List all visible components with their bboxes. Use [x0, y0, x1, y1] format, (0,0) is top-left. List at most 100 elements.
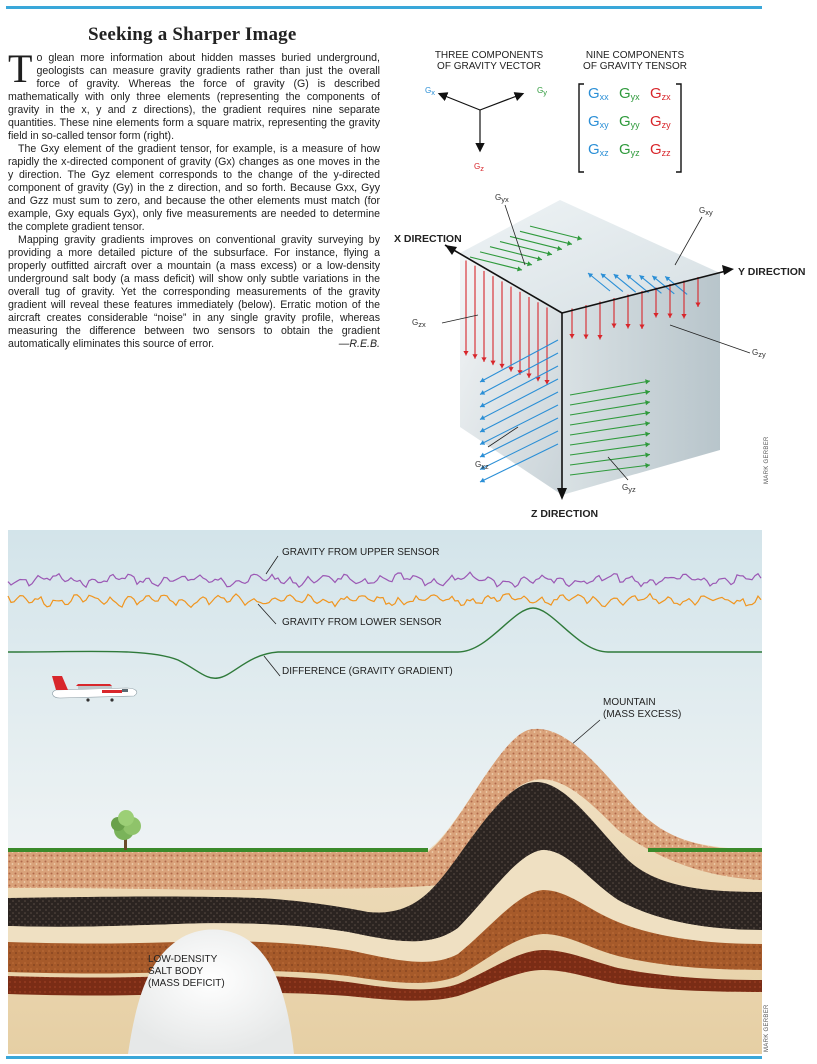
gravity-profile-illustration	[7, 530, 762, 1054]
y-axis-line	[561, 269, 731, 314]
gxz-arrow	[479, 391, 559, 433]
gyx-arrow-head	[577, 235, 582, 241]
gx-label: Gx	[425, 86, 435, 97]
gzy-arrow-head	[639, 324, 645, 329]
difference-label: DIFFERENCE (GRAVITY GRADIENT)	[282, 666, 453, 677]
gxz-arrow-head	[480, 415, 486, 420]
gyx-arrow-head	[567, 240, 572, 246]
gxz-arrow-head	[480, 377, 486, 383]
mountain-label: MOUNTAIN (MASS EXCESS)	[603, 697, 682, 720]
gravity-vector-diagram	[437, 92, 525, 153]
gxy-arrow-head	[652, 275, 658, 281]
gyz-arrow	[569, 401, 651, 416]
x-axis-line	[444, 244, 563, 314]
gxz-arrow	[479, 378, 559, 420]
paragraph-2: The Gxy element of the gradient tensor, …	[8, 143, 380, 233]
gxz-arrow-head	[480, 440, 486, 445]
gzx-arrow-head	[535, 376, 541, 382]
gyx-arrow	[489, 246, 543, 261]
gyx-arrow	[499, 241, 553, 256]
gyx-arrow	[529, 225, 583, 240]
tensor-brackets	[578, 83, 682, 173]
tensor-cell-xy: Gxy	[588, 113, 609, 130]
gyz-arrow	[569, 380, 651, 396]
gyz-arrow	[569, 390, 651, 406]
cube-top-face	[460, 200, 720, 313]
gy-label: Gy	[537, 86, 547, 97]
tensor-cell-zy: Gzy	[650, 113, 671, 130]
cube-field-arrows	[463, 225, 701, 483]
gxy-arrow	[600, 273, 624, 292]
x-axis-arrowhead	[445, 245, 457, 255]
gyz-arrow-head	[645, 462, 650, 469]
gxy-label: Gxy	[699, 206, 713, 217]
gyx-arrow	[469, 256, 523, 271]
gyz-arrow-head	[645, 410, 650, 416]
gzy-arrow-head	[667, 313, 673, 318]
tensor-cell-xz: Gxz	[588, 141, 609, 158]
top-rule	[6, 6, 762, 9]
tensor-cell-yy: Gyy	[619, 113, 640, 130]
gradient-cube	[441, 200, 751, 500]
gyz-arrow-head	[645, 452, 650, 458]
lower-sensor-label: GRAVITY FROM LOWER SENSOR	[282, 617, 442, 628]
gyz-arrow	[569, 432, 651, 446]
gzx-arrow-head	[508, 367, 514, 372]
gzy-arrow-head	[583, 334, 589, 339]
gxy-arrow	[651, 275, 675, 295]
lower-sensor-wave	[7, 592, 762, 609]
bottom-rule	[6, 1056, 762, 1059]
tensor-cell-zx: Gzx	[650, 85, 671, 102]
gzy-arrow-head	[625, 324, 631, 329]
gxy-arrow-head	[600, 273, 606, 279]
cube-left-face	[460, 253, 562, 495]
gyx-arrow	[519, 230, 573, 245]
gzy-arrow-head	[653, 313, 659, 318]
gyx-arrow-head	[557, 245, 562, 251]
vector-heading: THREE COMPONENTS OF GRAVITY VECTOR	[434, 50, 544, 72]
gxz-arrow-head	[480, 465, 486, 470]
gxy-arrow	[587, 272, 611, 292]
gz-label: Gz	[474, 162, 484, 173]
dark-layer	[8, 781, 762, 942]
gzy-arrow-head	[681, 314, 687, 319]
gxy-arrow	[626, 274, 649, 294]
y-axis-arrowhead	[722, 265, 734, 275]
gyz-arrow-head	[645, 421, 650, 427]
gxy-arrow-head	[665, 276, 671, 282]
gxz-arrow-head	[480, 402, 486, 408]
drop-cap: T	[8, 46, 33, 91]
tree	[111, 810, 141, 850]
gyx-arrow-head	[547, 250, 552, 257]
gzy-arrow-head	[611, 323, 617, 328]
gyz-arrow	[569, 422, 651, 436]
gxz-arrow	[479, 365, 559, 408]
gyx-arrow	[479, 251, 533, 266]
paragraph-3: Mapping gravity gradients improves on co…	[8, 234, 380, 350]
box-title: Seeking a Sharper Image	[88, 24, 297, 45]
gzx-arrow-head	[472, 354, 478, 359]
upper-sensor-label: GRAVITY FROM UPPER SENSOR	[282, 547, 440, 558]
x-direction-label: X DIRECTION	[394, 233, 462, 245]
gxz-arrow	[479, 417, 559, 458]
gxz-label: Gxz	[475, 460, 489, 471]
gxz-arrow	[479, 352, 559, 395]
gzx-arrow-head	[481, 357, 487, 362]
salt-body-label: LOW-DENSITY SALT BODY (MASS DEFICIT)	[148, 954, 225, 989]
gx-arrow	[437, 92, 481, 111]
gzx-label: Gzx	[412, 318, 426, 329]
gyz-arrow	[569, 411, 651, 426]
tensor-cell-zz: Gzz	[650, 141, 671, 158]
gxz-arrow	[479, 404, 559, 445]
gradient-line	[7, 607, 762, 679]
gxy-arrow-head	[626, 274, 632, 280]
tensor-cell-xx: Gxx	[588, 85, 609, 102]
gyx-arrow-head	[527, 261, 532, 267]
gxz-arrow-head	[480, 427, 486, 433]
salt-body	[128, 929, 294, 1054]
gravel-layer	[8, 728, 762, 890]
gxy-arrow-head	[588, 273, 594, 278]
gyz-arrow	[569, 443, 651, 456]
gyx-arrow-head	[517, 266, 522, 272]
